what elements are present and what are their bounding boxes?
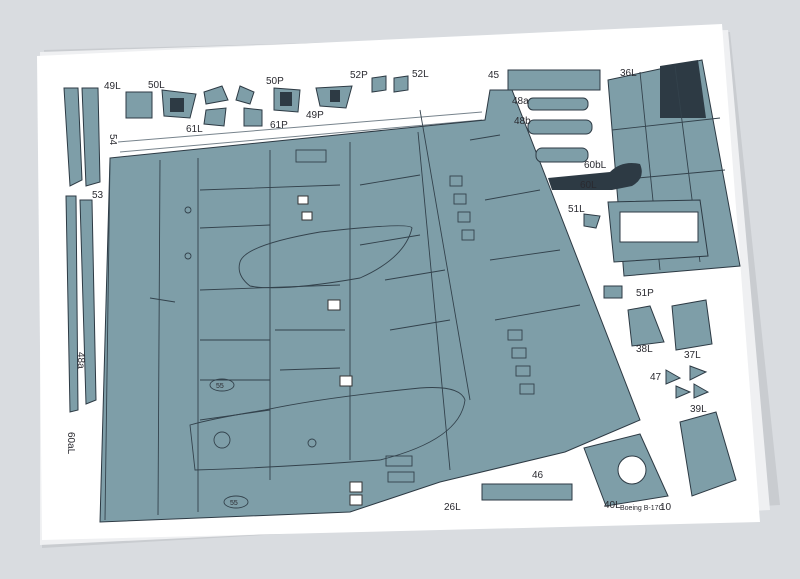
label-38l: 38L	[636, 344, 653, 355]
label-61l: 61L	[186, 124, 203, 135]
label-40l: 40L	[604, 500, 621, 511]
label-26l: 26L	[444, 502, 461, 513]
rod-part-45	[507, 69, 601, 91]
small-parts-top	[125, 75, 409, 127]
label-51p: 51P	[636, 288, 654, 299]
rod-part-46	[481, 483, 573, 501]
label-60al: 60aL	[65, 432, 76, 455]
label-49p: 49P	[306, 110, 324, 121]
panel-markers	[297, 195, 363, 506]
label-45: 45	[488, 70, 500, 81]
label-54: 54	[107, 134, 118, 146]
tail-part-39l	[583, 411, 737, 507]
window-row	[385, 175, 535, 483]
page-number: 10	[660, 502, 672, 513]
label-60bl: 60bL	[584, 160, 607, 171]
label-61p: 61P	[270, 120, 288, 131]
label-52p: 52P	[350, 70, 368, 81]
label-39l: 39L	[690, 404, 707, 415]
small-parts-right	[583, 213, 713, 399]
sheet-title: Boeing B-17G	[620, 505, 664, 512]
label-37l: 37L	[684, 350, 701, 361]
label-48a-side: 48a	[75, 352, 86, 369]
label-49l: 49L	[104, 81, 121, 92]
wing-part-26l	[99, 89, 641, 523]
frame-part	[607, 199, 709, 263]
label-47: 47	[650, 372, 662, 383]
label-48a: 48a	[512, 96, 529, 107]
strip-part-60al	[65, 195, 97, 413]
label-50l: 50L	[148, 80, 165, 91]
sheet-guide-line	[119, 119, 483, 153]
label-55b: 55	[230, 500, 238, 507]
label-46: 46	[532, 470, 544, 481]
label-36l: 36L	[620, 68, 637, 79]
label-50p: 50P	[266, 76, 284, 87]
part-48	[527, 97, 593, 163]
label-51l: 51L	[568, 204, 585, 215]
label-52l: 52L	[412, 69, 429, 80]
label-53: 53	[92, 190, 104, 201]
label-60l: 60L	[580, 180, 597, 191]
strip-part-54	[63, 87, 101, 187]
label-48b: 48b	[514, 116, 531, 127]
hook-part-60	[548, 163, 642, 190]
label-55a: 55	[216, 383, 224, 390]
